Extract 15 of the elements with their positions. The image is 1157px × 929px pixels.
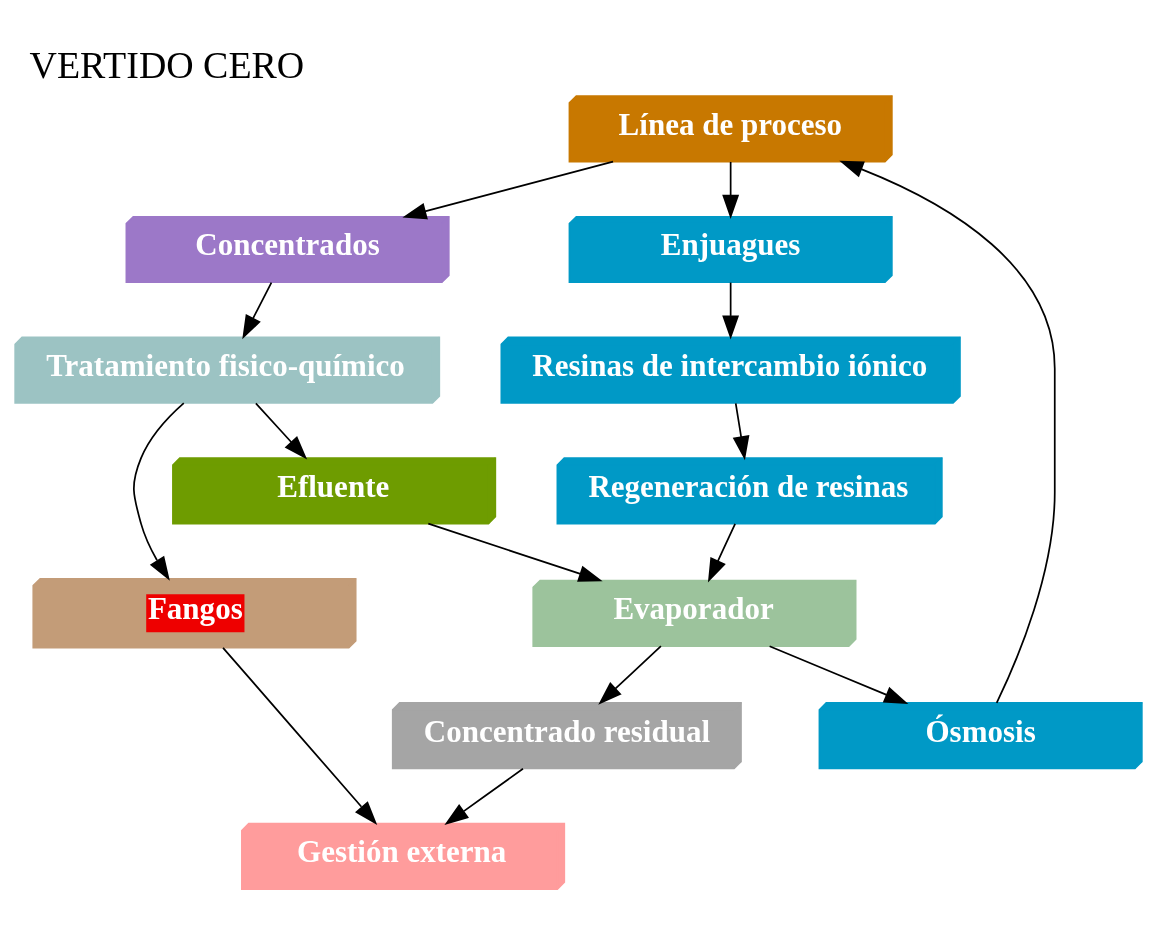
arrow bbox=[242, 281, 273, 339]
arrow bbox=[722, 160, 740, 219]
arrow bbox=[839, 160, 1056, 704]
arrow bbox=[222, 646, 378, 825]
diagram-title: VERTIDO CERO bbox=[29, 43, 305, 86]
arrow bbox=[255, 401, 308, 460]
arrow bbox=[722, 281, 740, 340]
arrow bbox=[444, 767, 524, 825]
arrow bbox=[732, 401, 750, 460]
arrow bbox=[768, 644, 909, 704]
arrow bbox=[707, 522, 736, 582]
arrow bbox=[598, 644, 662, 705]
arrow bbox=[427, 522, 603, 582]
arrow bbox=[133, 401, 185, 581]
arrow bbox=[402, 160, 614, 219]
